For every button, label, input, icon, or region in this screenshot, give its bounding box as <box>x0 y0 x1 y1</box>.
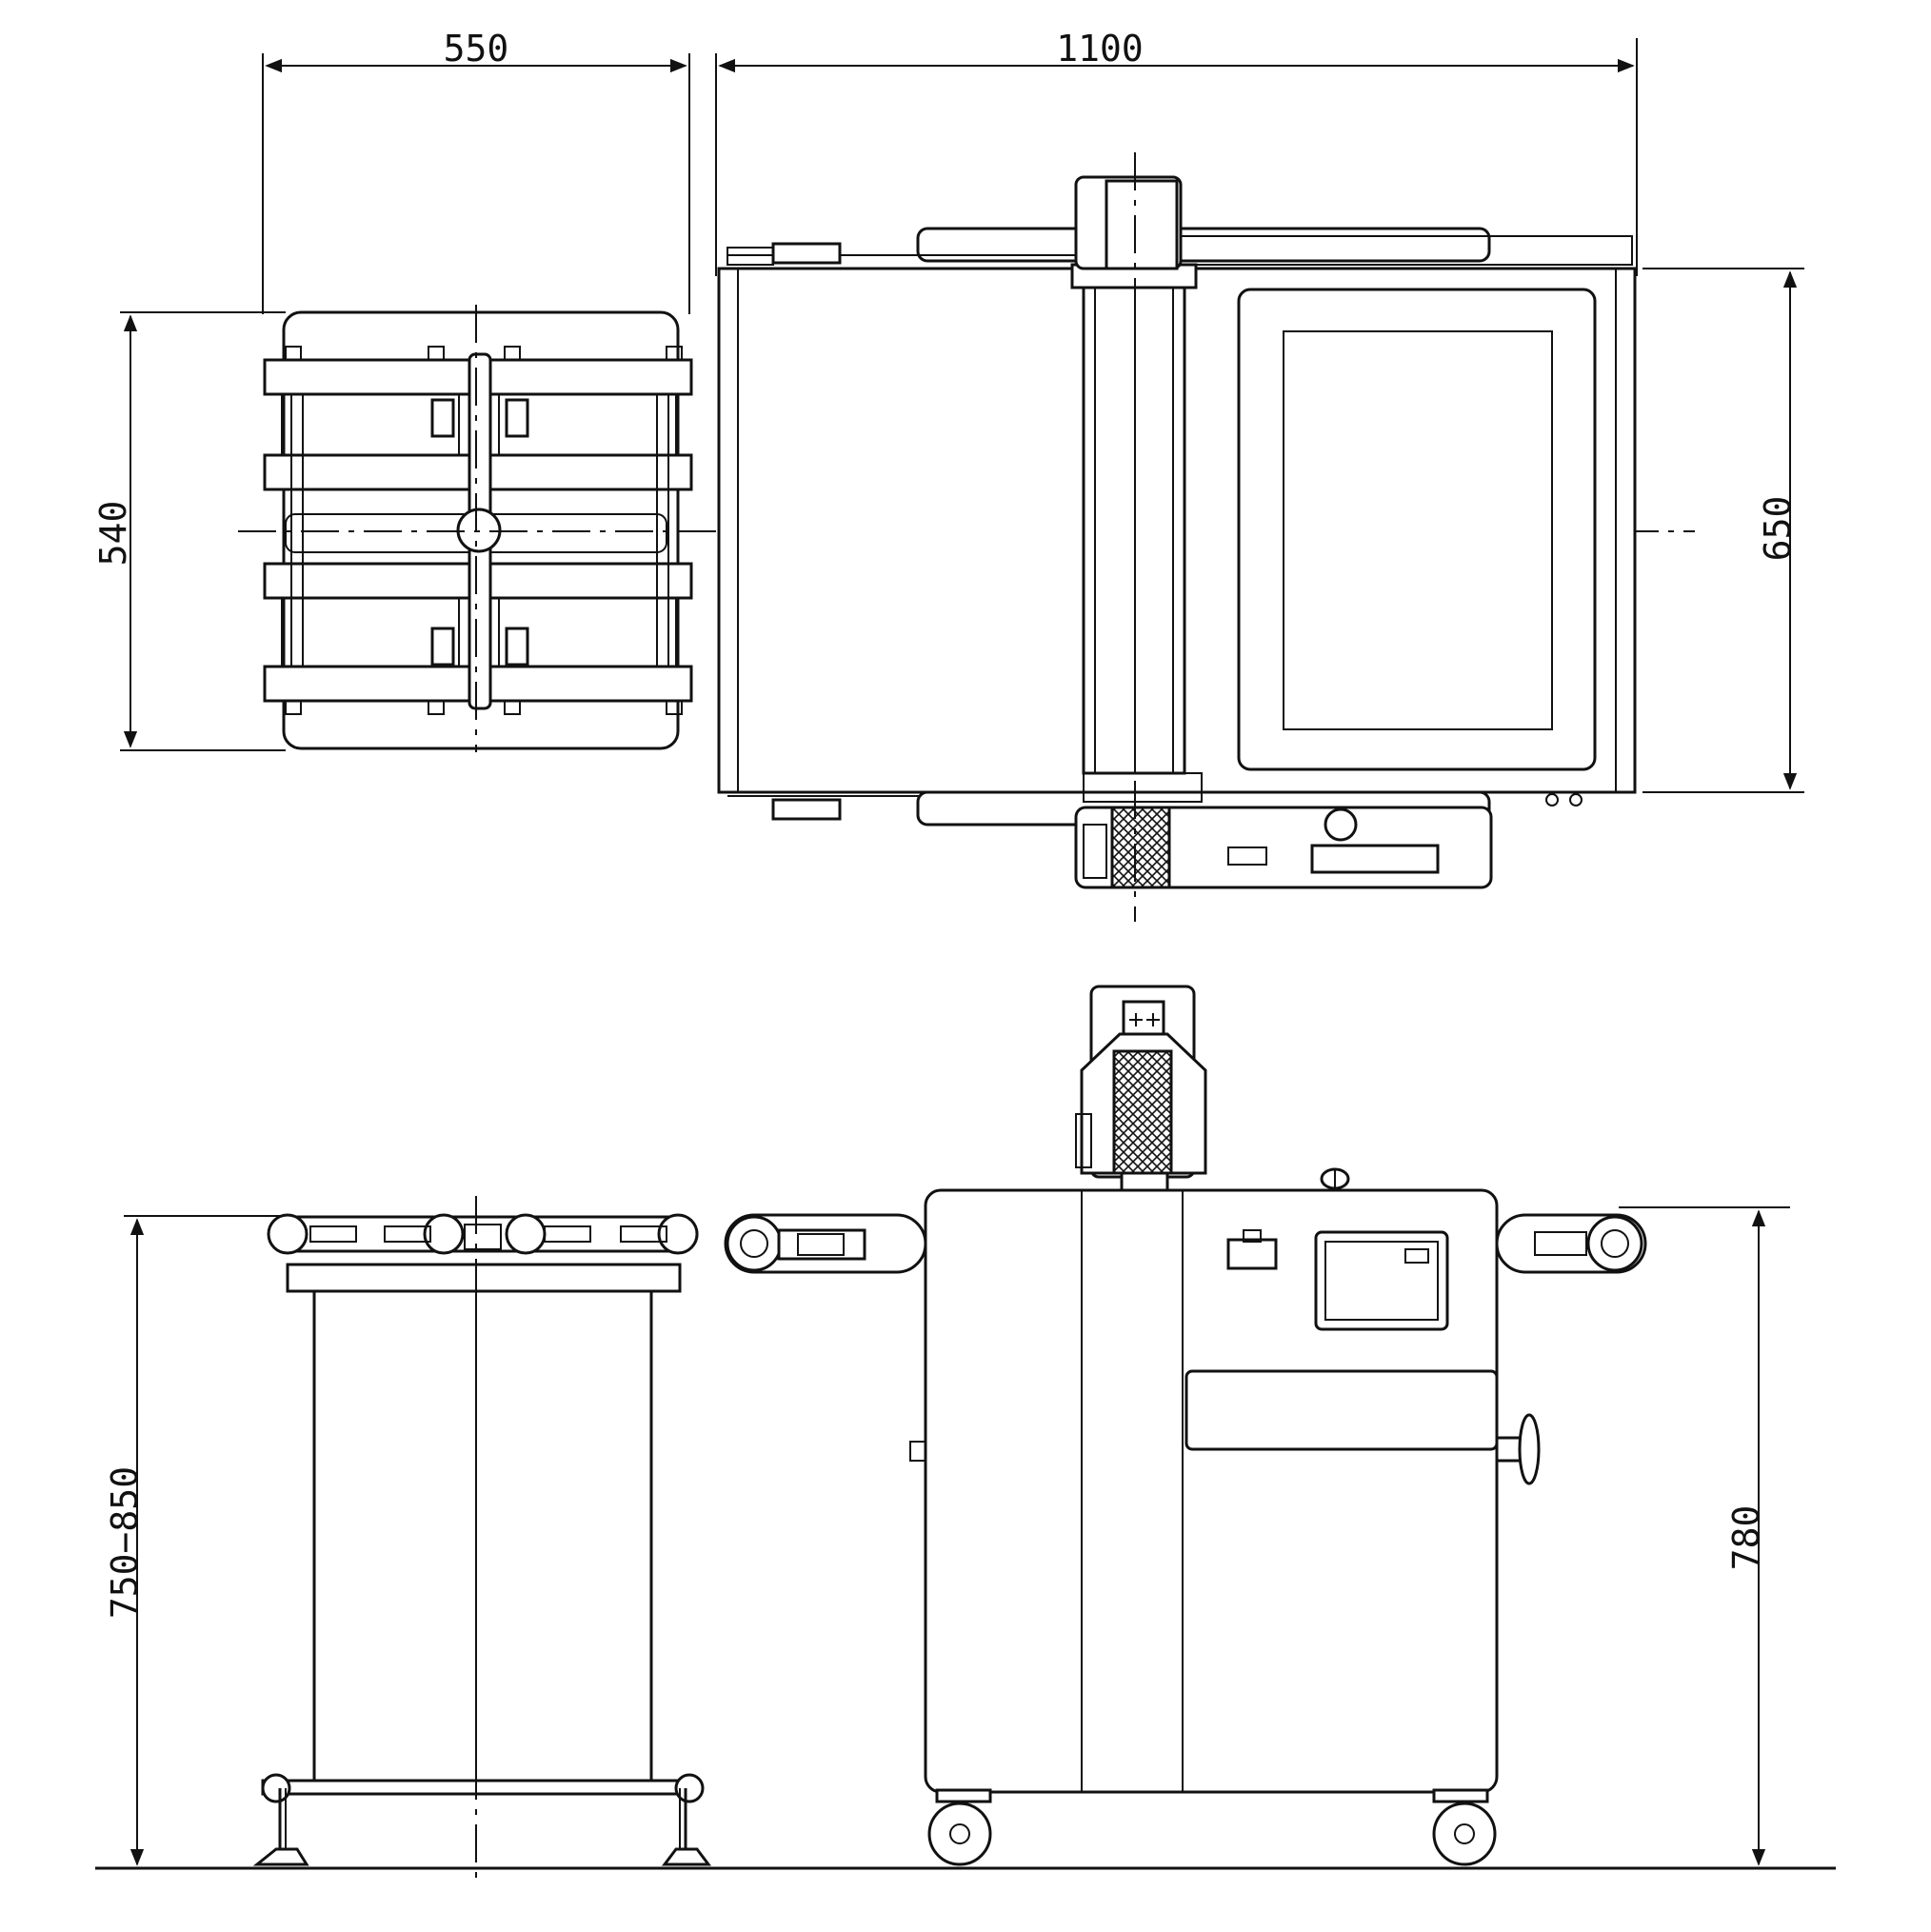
dimension-650-label: 650 <box>1757 496 1799 562</box>
dimension-650: 650 <box>1642 268 1804 793</box>
dimension-540: 540 <box>92 311 286 751</box>
dimension-750-850: 750−850 <box>104 1215 286 1866</box>
checkweigher-side-view <box>724 985 1647 1866</box>
dimension-1100: 1100 <box>715 28 1638 276</box>
dimension-780: 780 <box>1619 1206 1790 1866</box>
dimension-550-label: 550 <box>444 28 509 70</box>
dimension-550: 550 <box>262 28 690 314</box>
dimension-1100-label: 1100 <box>1056 28 1144 70</box>
dimension-780-label: 780 <box>1725 1505 1767 1571</box>
accumulation-table-side-view <box>252 1196 711 1885</box>
dimension-540-label: 540 <box>92 501 134 567</box>
dimension-750-850-label: 750−850 <box>104 1466 146 1619</box>
accumulation-table-plan-view <box>263 305 693 752</box>
checkweigher-plan-view <box>717 152 1637 922</box>
